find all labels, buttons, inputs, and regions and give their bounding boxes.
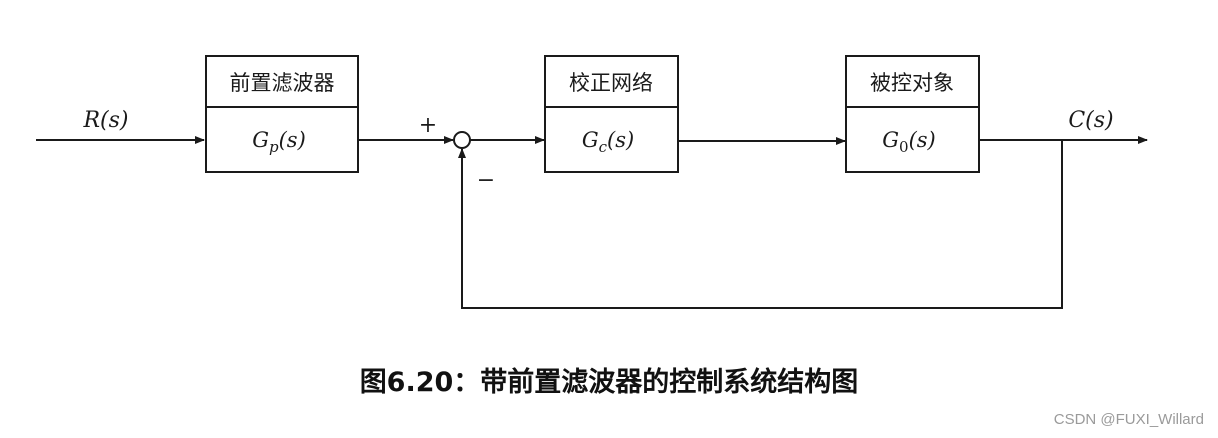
plant-title: 被控对象	[870, 71, 954, 95]
summing-junction	[453, 131, 471, 149]
input-signal-label: R(s)	[82, 108, 128, 133]
plant-transfer-function: G0(s)	[882, 128, 936, 156]
plus-sign: +	[419, 113, 437, 138]
output-signal-label: C(s)	[1068, 108, 1113, 133]
prefilter-transfer-function: Gp(s)	[252, 128, 306, 156]
compensator-title: 校正网络	[569, 71, 653, 95]
prefilter-block: 前置滤波器 Gp(s)	[205, 55, 359, 173]
feedback-path	[458, 140, 1063, 309]
figure-caption: 图6.20：带前置滤波器的控制系统结构图	[359, 367, 859, 398]
compensator-block: 校正网络 Gc(s)	[544, 55, 679, 173]
prefilter-title: 前置滤波器	[230, 71, 335, 95]
watermark: CSDN @FUXI_Willard	[1053, 411, 1204, 428]
compensator-transfer-function: Gc(s)	[582, 128, 634, 156]
plant-block: 被控对象 G0(s)	[845, 55, 980, 173]
minus-sign: −	[477, 168, 495, 193]
